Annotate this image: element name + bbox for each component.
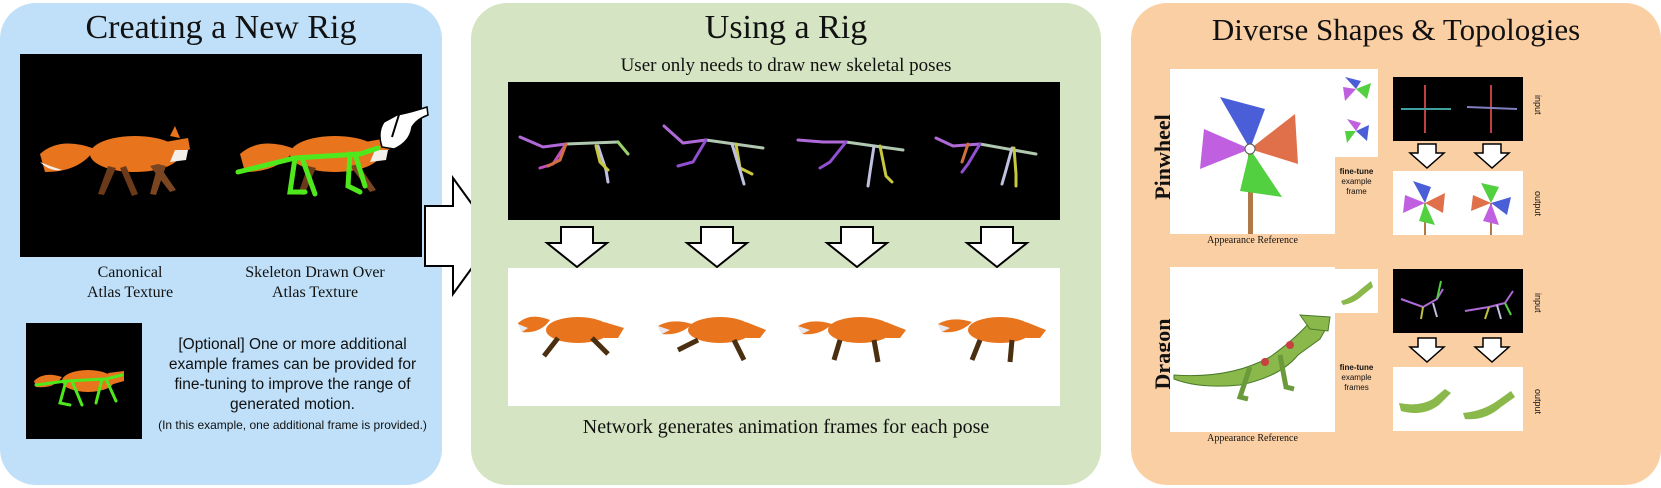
finetune-line: frames <box>1344 383 1369 392</box>
dragon-appearance-image <box>1170 267 1335 432</box>
output-label: output <box>1533 191 1543 217</box>
output-label: output <box>1533 389 1543 415</box>
pinwheel-input-skeleton <box>1401 85 1518 133</box>
panel-title: Using a Rig <box>704 9 868 46</box>
down-arrow-icon <box>1408 337 1446 364</box>
down-arrow-icon <box>964 226 1030 269</box>
generated-frames-strip <box>508 268 1060 406</box>
dragon-finetune-image <box>1335 269 1378 313</box>
panel-creating-rig: Creating a New Rig <box>0 3 442 485</box>
optional-line: example frames can be provided for <box>168 356 417 373</box>
pinwheel-appearance-image <box>1170 69 1335 234</box>
pinwheel-finetune-image <box>1335 69 1378 157</box>
fox-illustration <box>34 370 124 407</box>
down-arrow-icon <box>1408 143 1446 170</box>
dragon-input-image <box>1393 269 1523 333</box>
caption-canonical: Canonical Atlas Texture <box>60 263 200 303</box>
pinwheel-input-image <box>1393 77 1523 141</box>
caption-line: Atlas Texture <box>271 284 359 301</box>
caption-skeleton: Skeleton Drawn Over Atlas Texture <box>230 263 400 303</box>
dragon-output <box>1399 389 1515 420</box>
pinwheel-illustration <box>1200 97 1298 234</box>
dragon-output-image <box>1393 367 1523 431</box>
caption-line: Skeleton Drawn Over <box>245 264 385 281</box>
caption-line: Canonical <box>97 264 163 281</box>
panel-diverse-shapes: Diverse Shapes & Topologies Pinwheel App… <box>1131 3 1661 485</box>
finetune-line: example <box>1341 373 1372 382</box>
pinwheel-output-image <box>1393 171 1523 235</box>
pinwheel-output <box>1403 181 1511 235</box>
hand-pen-icon <box>379 88 429 150</box>
dragon-input-skeleton <box>1400 280 1514 320</box>
optional-line: generated motion. <box>230 396 355 413</box>
optional-text: [Optional] One or more additional exampl… <box>150 335 435 435</box>
finetune-line: fine-tune <box>1339 363 1374 372</box>
bottom-caption: Network generates animation frames for e… <box>582 416 990 438</box>
down-arrow-icon <box>1473 337 1511 364</box>
appearance-caption: Appearance Reference <box>1207 235 1298 246</box>
down-arrow-icon <box>1473 143 1511 170</box>
panel-title: Diverse Shapes & Topologies <box>1211 12 1581 47</box>
finetune-line: example <box>1341 177 1372 186</box>
optional-line: [Optional] One or more additional <box>178 336 407 353</box>
finetune-label: fine-tune example frame <box>1335 167 1378 197</box>
fox-frames <box>518 316 1046 363</box>
panel-title: Creating a New Rig <box>85 9 357 46</box>
down-arrow-icon <box>684 226 750 269</box>
example-frame-image <box>26 323 142 439</box>
optional-line: fine-tuning to improve the range of <box>174 376 411 393</box>
fox-illustration <box>40 126 390 197</box>
atlas-image <box>20 54 422 257</box>
optional-note: (In this example, one additional frame i… <box>158 418 427 432</box>
input-label: input <box>1533 293 1543 313</box>
pinwheel-thumb <box>1343 77 1371 143</box>
down-arrow-icon <box>544 226 610 269</box>
finetune-label: fine-tune example frames <box>1335 363 1378 393</box>
input-label: input <box>1533 95 1543 115</box>
skeleton-poses-strip <box>508 82 1060 220</box>
caption-line: Atlas Texture <box>86 284 174 301</box>
top-caption: User only needs to draw new skeletal pos… <box>620 55 952 76</box>
finetune-line: fine-tune <box>1339 167 1374 176</box>
down-arrow-icon <box>824 226 890 269</box>
dragon-illustration <box>1173 314 1331 402</box>
appearance-caption: Appearance Reference <box>1207 433 1298 444</box>
skeleton-poses <box>518 124 1038 188</box>
dragon-thumb <box>1341 281 1373 305</box>
panel-using-rig: Using a Rig User only needs to draw new … <box>471 3 1101 485</box>
finetune-line: frame <box>1346 187 1367 196</box>
